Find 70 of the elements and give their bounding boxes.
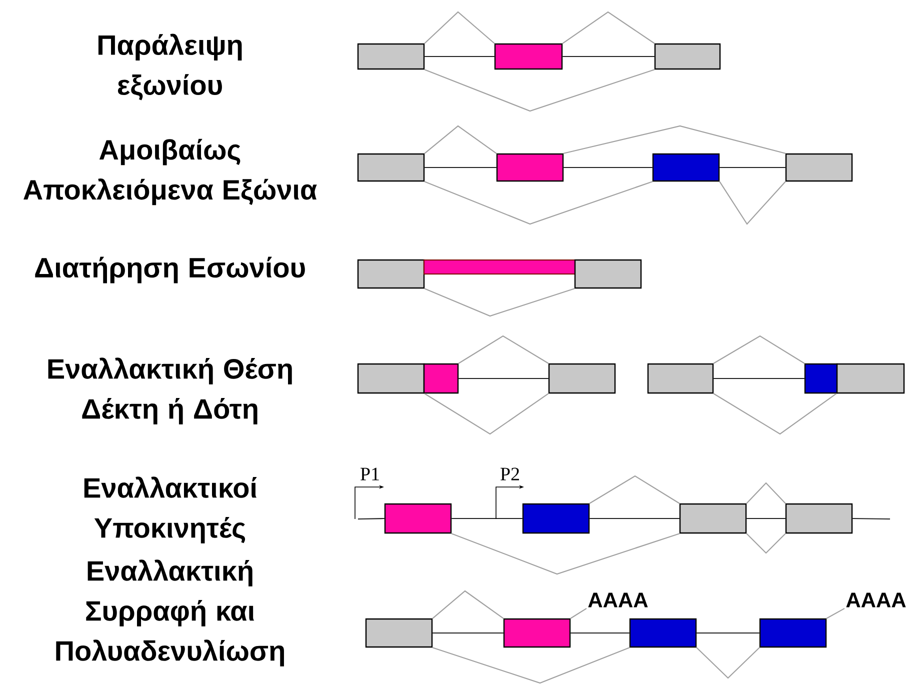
intron-line	[452, 518, 522, 520]
intron-line	[432, 632, 504, 634]
retained-intron-bar	[424, 260, 576, 274]
promoter-label: P1	[360, 468, 379, 480]
row-label: Εναλλακτική Συρραφή και Πολυαδενυλίωση	[56, 560, 284, 666]
splice-line	[713, 393, 837, 435]
exon-box	[574, 259, 642, 289]
exon-box	[503, 618, 571, 648]
intron-line	[562, 56, 654, 58]
exon-box	[357, 259, 425, 289]
intron-line	[358, 518, 384, 520]
splice-line	[432, 647, 630, 684]
splice-line	[746, 533, 786, 554]
row-label: Εναλλακτική Θέση Δέκτη ή Δότη	[48, 358, 292, 424]
splice-line	[424, 11, 495, 44]
intron-line	[696, 632, 760, 634]
exon-box	[836, 363, 905, 394]
splice-line	[424, 288, 575, 317]
exon-box	[759, 618, 827, 648]
exon-box	[785, 153, 853, 182]
splice-line	[424, 393, 549, 435]
exon-box	[654, 43, 721, 70]
exon-box	[494, 43, 563, 70]
splice-line	[719, 181, 786, 225]
intron-line	[570, 632, 630, 634]
exon-box	[423, 363, 459, 394]
exon-box	[496, 153, 564, 182]
splice-line	[589, 475, 680, 504]
leader-line	[826, 608, 845, 619]
intron-line	[720, 166, 786, 168]
row-label: Αμοιβαίως Αποκλειόμενα Εξώνια	[24, 138, 317, 206]
intron-line	[852, 518, 890, 520]
exon-box	[522, 503, 590, 534]
row-label: Διατήρηση Εσωνίου	[35, 256, 305, 284]
splice-line	[432, 590, 504, 619]
promoter-label: P2	[500, 468, 519, 480]
splice-line	[563, 125, 786, 154]
splice-line	[424, 69, 655, 112]
exon-box	[384, 503, 452, 534]
intron-line	[590, 518, 680, 520]
exon-box	[357, 43, 425, 70]
intron-line	[424, 56, 494, 58]
intron-line	[458, 378, 548, 380]
exon-box	[548, 363, 616, 394]
leader-line	[570, 608, 587, 619]
poly-a-label: AAAA	[588, 592, 648, 608]
intron-line	[424, 166, 496, 168]
exon-box	[785, 503, 853, 534]
splice-line	[746, 482, 786, 504]
exon-box	[804, 363, 838, 394]
intron-line	[564, 166, 652, 168]
splice-line	[713, 335, 805, 364]
row-label: Παράλειψη εξωνίου	[98, 34, 242, 100]
exon-box	[629, 618, 697, 648]
intron-line	[714, 378, 804, 380]
exon-box	[357, 363, 425, 394]
exon-box	[647, 363, 714, 394]
exon-box	[365, 618, 433, 648]
exon-box	[652, 153, 720, 182]
exon-box	[357, 153, 425, 182]
splice-line	[424, 125, 497, 154]
row-label: Εναλλακτικοί Υποκινητές	[84, 476, 257, 544]
exon-box	[679, 503, 747, 534]
poly-a-label: AAAA	[846, 592, 906, 608]
splice-line	[458, 335, 549, 364]
splice-line	[562, 11, 655, 44]
intron-line	[746, 518, 786, 520]
splice-line	[696, 647, 760, 679]
splice-line	[451, 533, 680, 575]
splice-line	[424, 181, 653, 225]
